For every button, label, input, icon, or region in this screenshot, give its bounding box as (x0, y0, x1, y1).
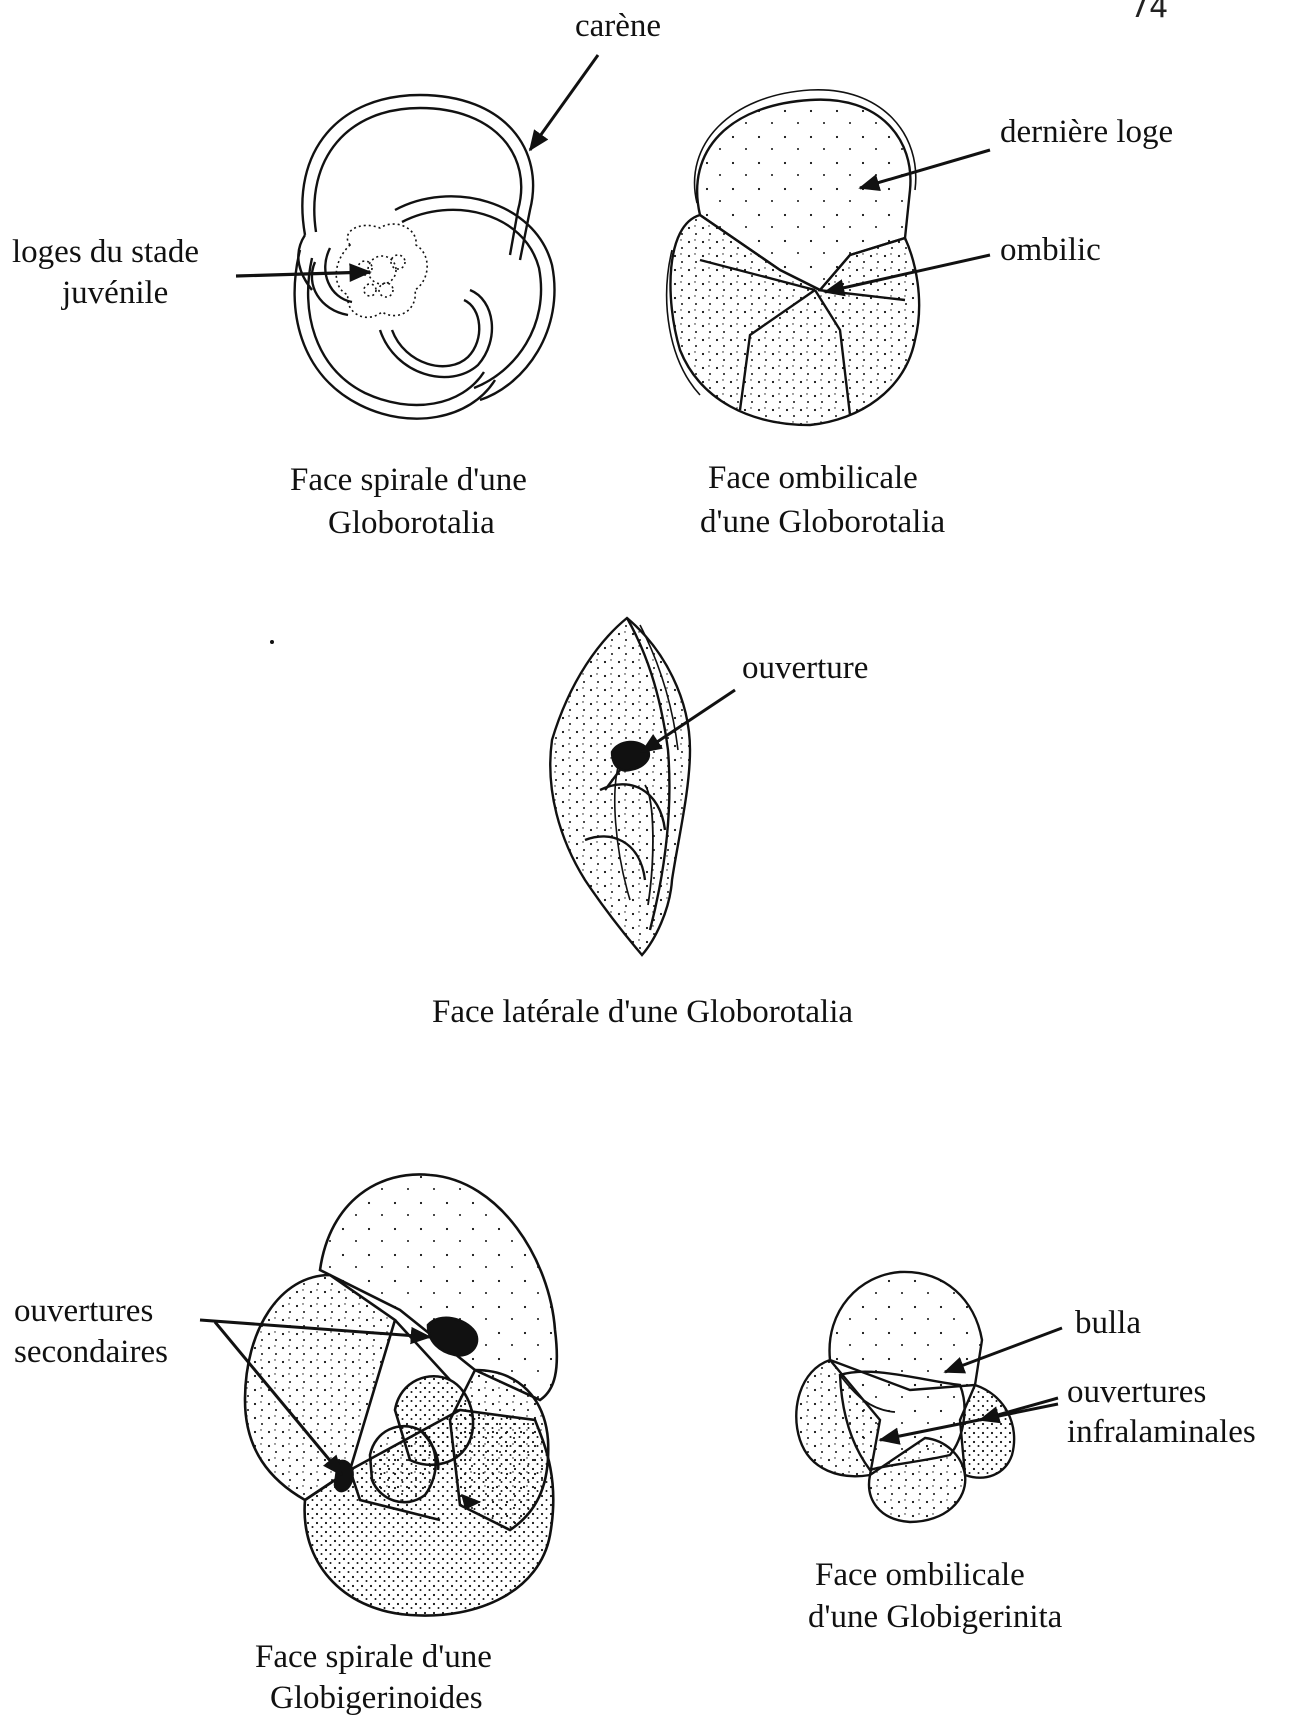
stray-dot (270, 640, 274, 644)
lateral-globorotalia-drawing (550, 618, 690, 955)
caption-spiral-globigerinoides-1: Face spirale d'une (255, 1637, 492, 1677)
label-bulla: bulla (1075, 1303, 1141, 1343)
carene-arrow (530, 55, 598, 150)
spiral-globigerinoides-drawing (245, 1174, 557, 1615)
label-loges-line2: juvénile (62, 273, 168, 313)
caption-umbilical-globorotalia-1: Face ombilicale (708, 458, 918, 498)
label-ouvertures-sec-line1: ouvertures (14, 1291, 153, 1331)
caption-umbilical-globigerinita-1: Face ombilicale (815, 1555, 1025, 1595)
juvenile-chambers (336, 224, 427, 317)
label-loges-line1: loges du stade (12, 232, 199, 272)
label-infra-line2: infralaminales (1067, 1412, 1256, 1452)
label-ombilic: ombilic (1000, 230, 1101, 270)
caption-spiral-globorotalia-1: Face spirale d'une (290, 460, 527, 500)
caption-spiral-globigerinoides-2: Globigerinoides (270, 1678, 483, 1718)
umbilical-globorotalia-drawing (667, 90, 919, 425)
label-carene: carène (575, 6, 661, 46)
caption-lateral-globorotalia: Face latérale d'une Globorotalia (432, 992, 853, 1032)
umbilical-globigerinita-drawing (796, 1272, 1014, 1522)
caption-spiral-globorotalia-2: Globorotalia (328, 503, 495, 543)
label-derniere-loge: dernière loge (1000, 112, 1173, 152)
loges-arrow (236, 272, 370, 276)
caption-umbilical-globigerinita-2: d'une Globigerinita (808, 1597, 1062, 1637)
page-number: 74 (1130, 0, 1168, 25)
label-infra-line1: ouvertures (1067, 1372, 1206, 1412)
spiral-globorotalia-drawing (295, 95, 555, 419)
label-ouvertures-sec-line2: secondaires (14, 1332, 168, 1372)
label-ouverture: ouverture (742, 648, 868, 688)
caption-umbilical-globorotalia-2: d'une Globorotalia (700, 502, 945, 542)
